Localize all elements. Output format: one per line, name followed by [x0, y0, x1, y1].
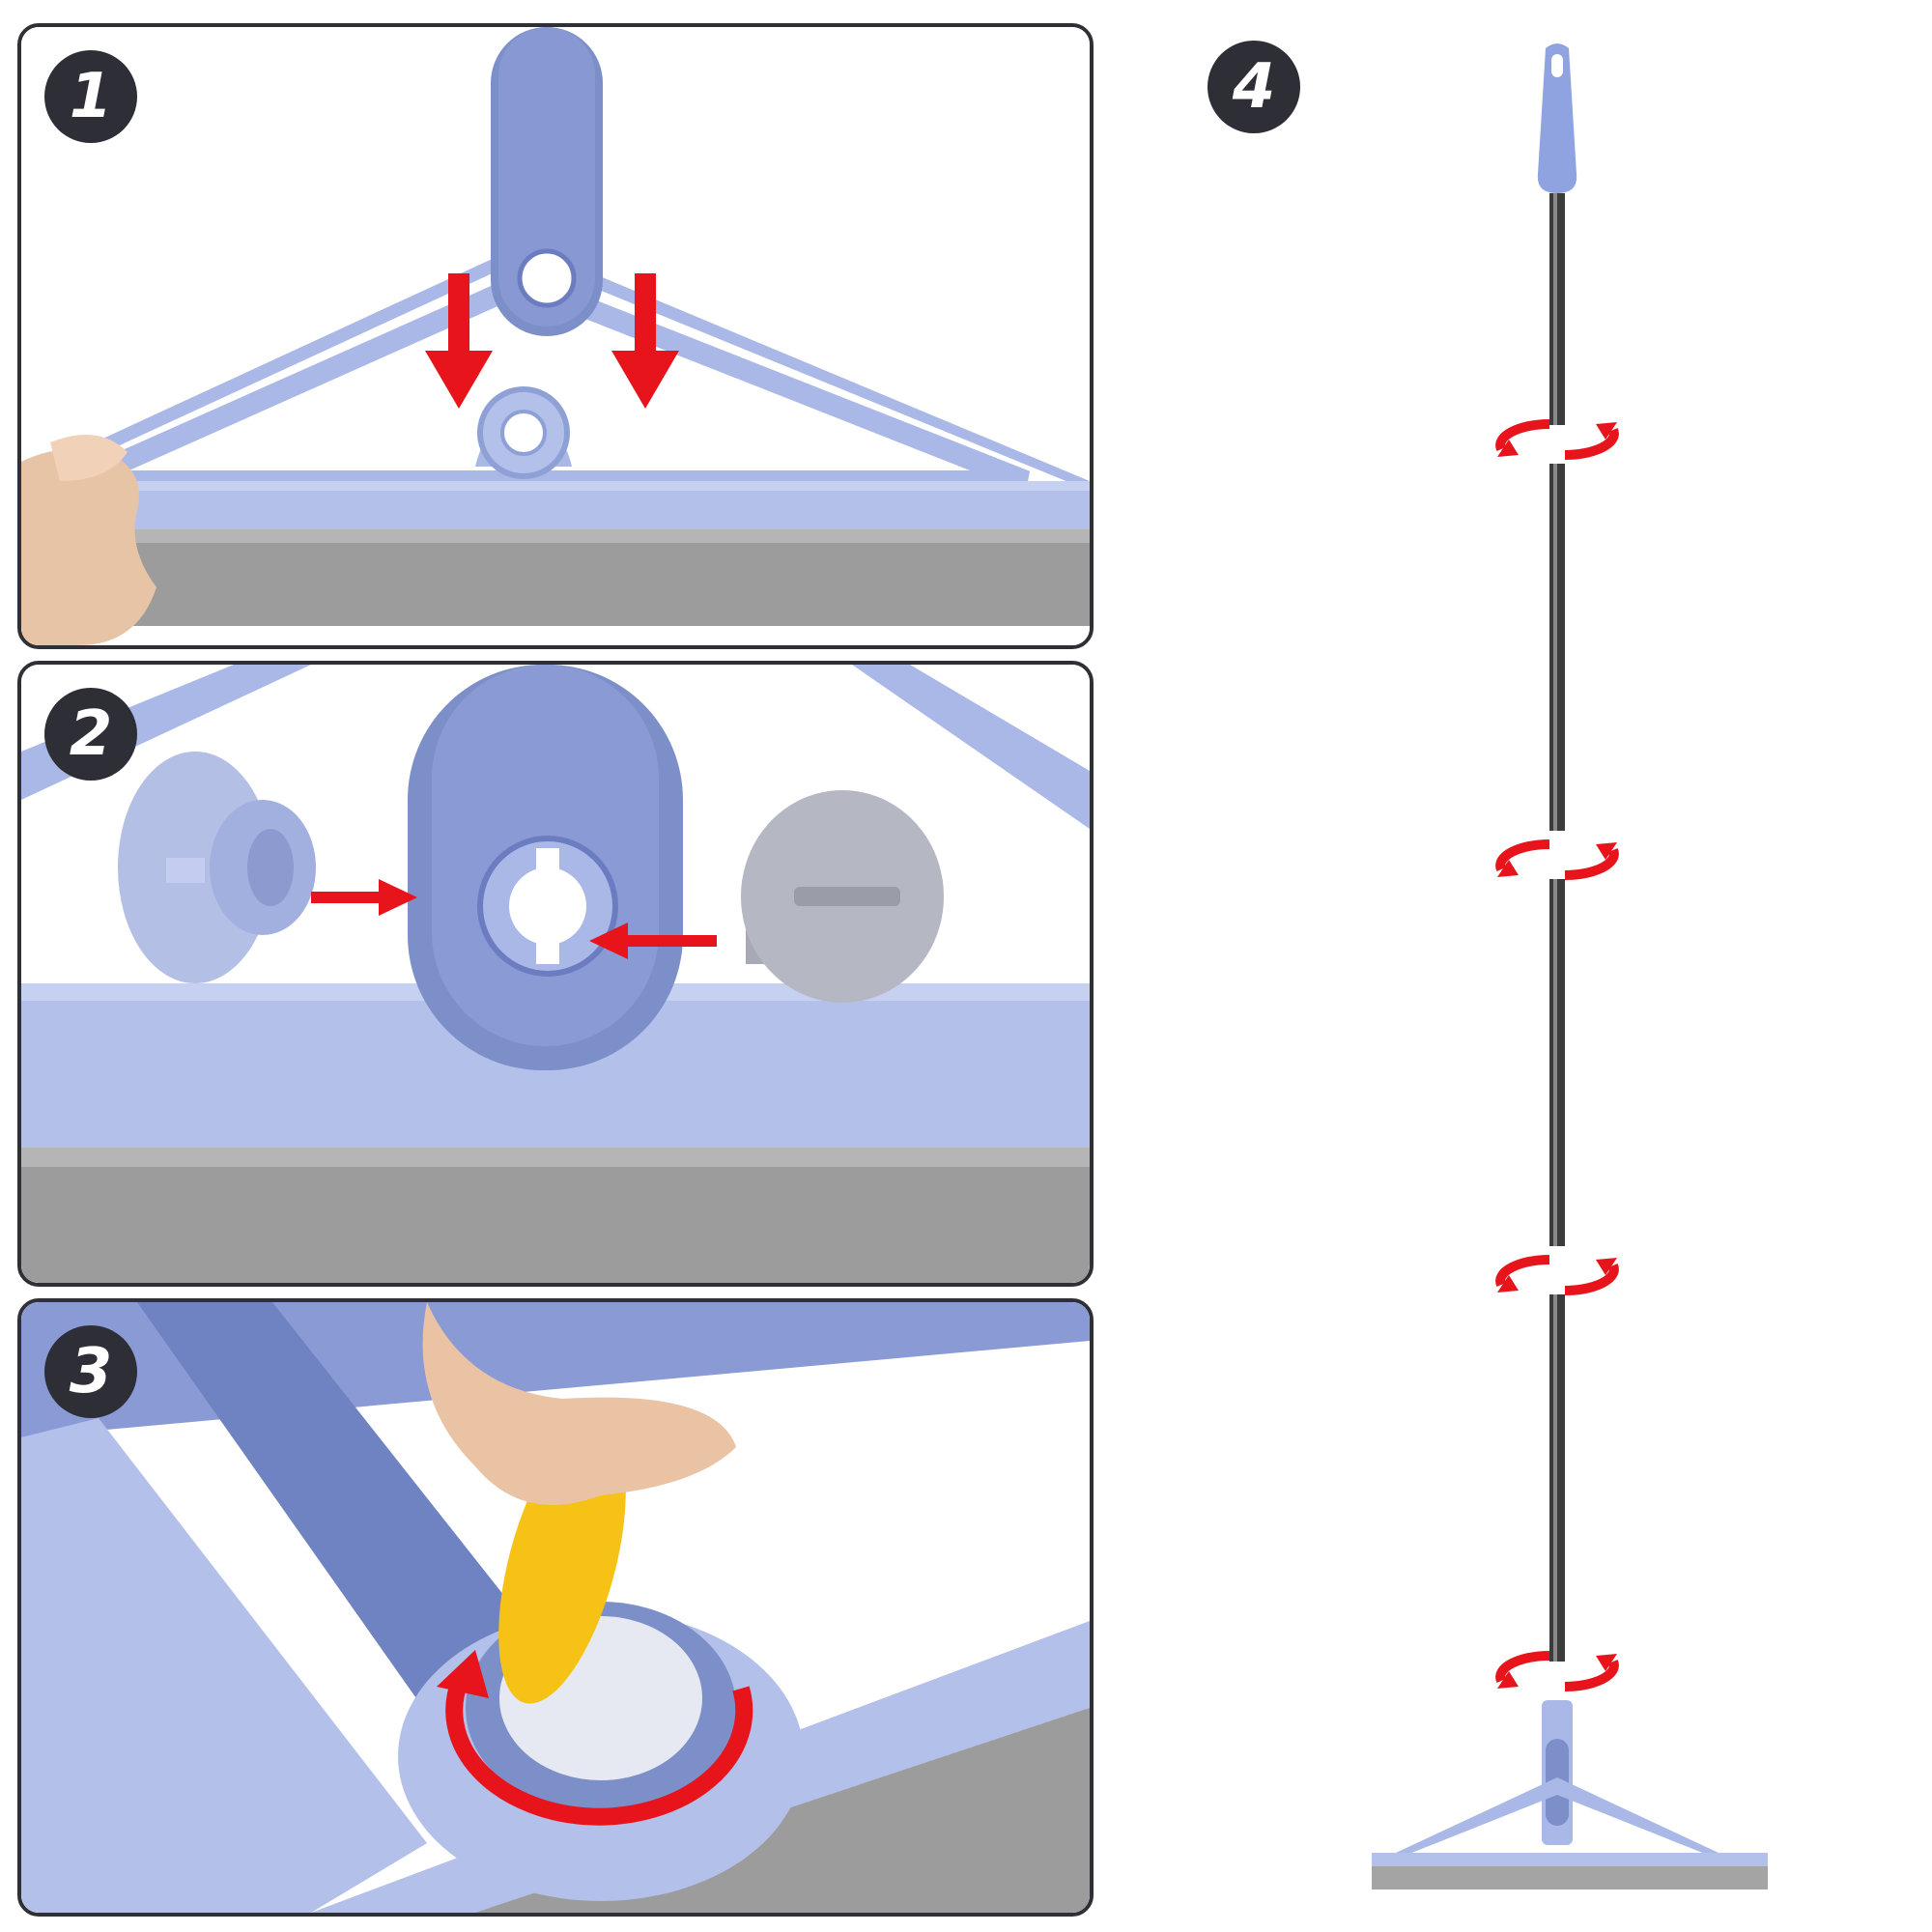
step-4-mop-illustration	[1372, 43, 1768, 1889]
step-1-panel: 1	[17, 23, 1094, 649]
handle-grip	[1537, 43, 1577, 193]
step-1-illustration	[21, 27, 1090, 645]
threaded-nut	[118, 752, 316, 983]
arrow-down-icon	[425, 273, 493, 409]
step-2-badge: 2	[44, 688, 137, 781]
step-2-illustration	[21, 665, 1090, 1283]
arrow-down-icon	[611, 273, 679, 409]
step-3-badge: 3	[44, 1325, 137, 1418]
hand	[21, 448, 156, 645]
twist-arrows-icon	[1495, 839, 1619, 880]
screw-cap	[741, 790, 944, 1003]
finger	[422, 1302, 736, 1505]
rubber-blade	[21, 1148, 1090, 1283]
step-3-illustration	[21, 1302, 1090, 1913]
rubber-blade	[21, 529, 1090, 626]
twist-arrows-icon	[1495, 419, 1619, 460]
step-4-badge: 4	[1208, 41, 1300, 133]
arrow-right-icon	[311, 879, 417, 916]
twist-arrows-icon	[1495, 1651, 1619, 1691]
arrow-left-icon	[589, 923, 717, 959]
step-2-panel: 2	[17, 661, 1094, 1287]
mop-head	[1372, 1700, 1768, 1889]
rotate-arrow-icon	[437, 1650, 753, 1826]
twist-arrows-icon	[1495, 1255, 1619, 1295]
step-3-panel: 3	[17, 1298, 1094, 1917]
step-1-badge: 1	[44, 50, 137, 143]
